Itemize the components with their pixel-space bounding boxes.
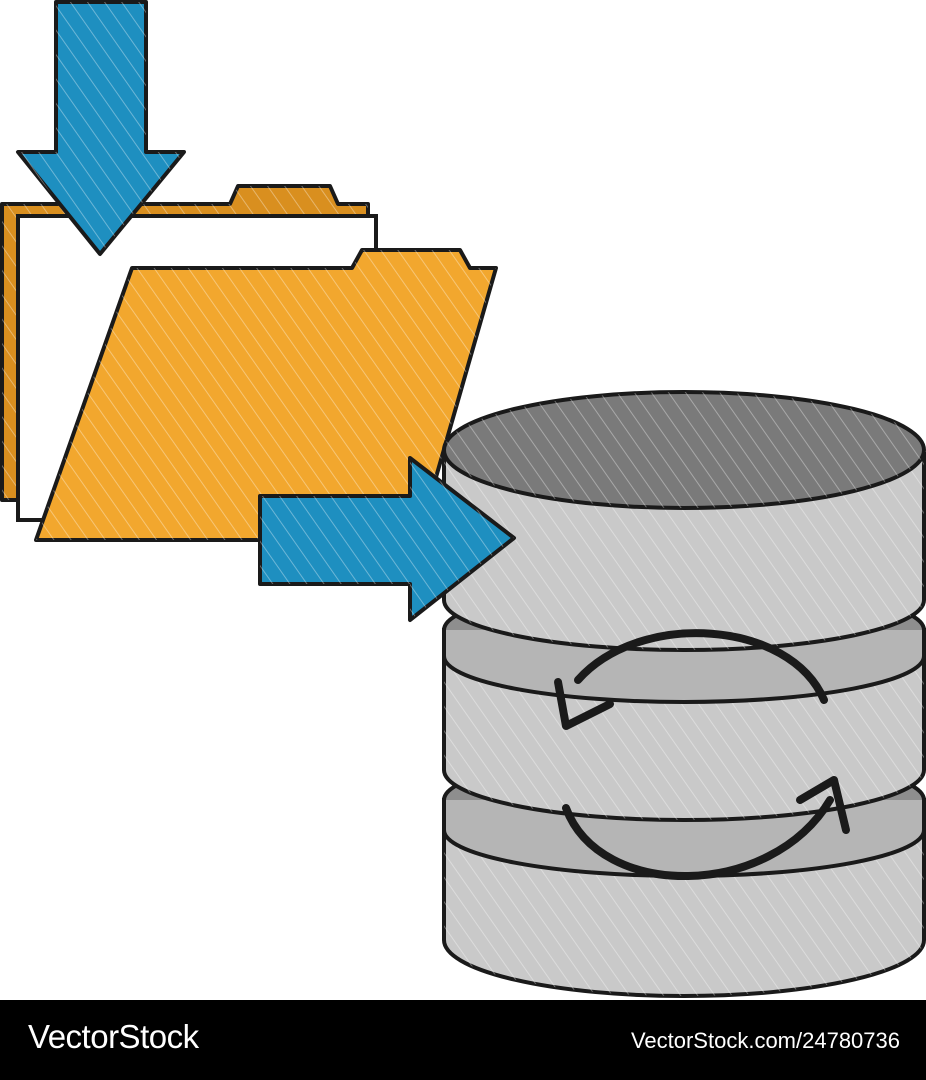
database-icon	[442, 390, 926, 998]
folder-icon	[0, 184, 498, 542]
image-id-label: VectorStock.com/24780736	[630, 1028, 900, 1053]
transfer-arrow-icon	[258, 456, 516, 622]
watermark-footer: VectorStock VectorStock.com/24780736	[0, 1000, 926, 1080]
download-arrow-icon	[16, 0, 186, 256]
sync-icon	[554, 629, 850, 880]
brand-label: VectorStock	[28, 1018, 199, 1055]
illustration	[0, 0, 926, 998]
